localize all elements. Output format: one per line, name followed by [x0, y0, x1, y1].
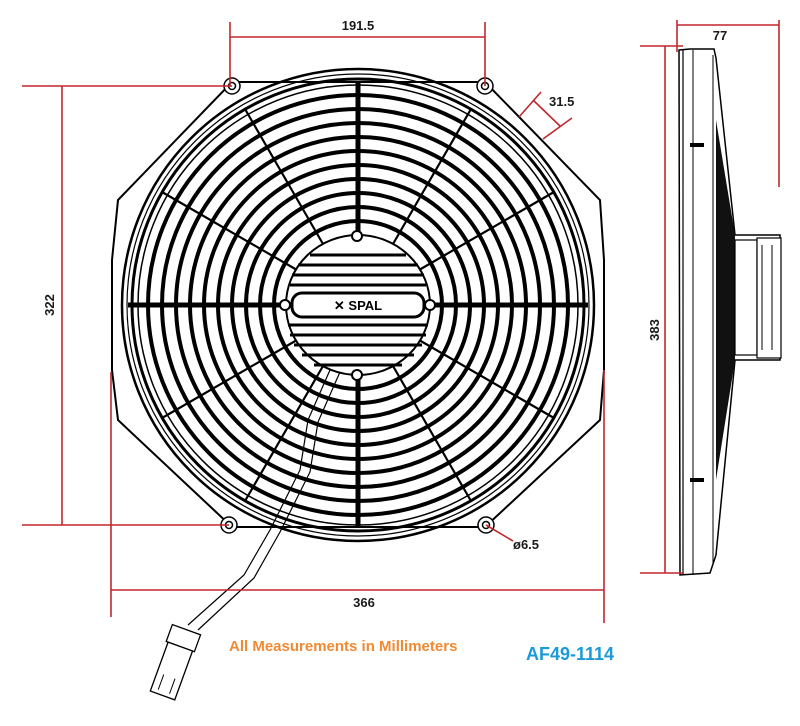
part-number: AF49-1114: [526, 644, 615, 664]
wire-harness: [149, 369, 341, 701]
hub-logo: ✕ SPAL: [334, 298, 382, 313]
side-view: [678, 48, 782, 576]
dim-mount-hole-spacing: 191.5: [342, 18, 375, 33]
dim-front-height: 322: [42, 294, 57, 316]
dim-depth: 77: [713, 28, 727, 43]
units-note: All Measurements in Millimeters: [229, 638, 458, 655]
dim-slot-spacing: 31.5: [549, 94, 574, 109]
motor-hub: ✕ SPAL: [279, 230, 436, 381]
connector: [149, 623, 202, 701]
front-dimensions: 191.5 31.5 322 366 ø6.5: [22, 18, 605, 623]
dim-side-height: 383: [647, 319, 662, 341]
dim-overall-width: 366: [353, 595, 375, 610]
front-view: ✕ SPAL: [111, 67, 605, 701]
side-dimensions: 77 383: [640, 20, 780, 574]
dim-hole-diameter: ø6.5: [513, 537, 539, 552]
